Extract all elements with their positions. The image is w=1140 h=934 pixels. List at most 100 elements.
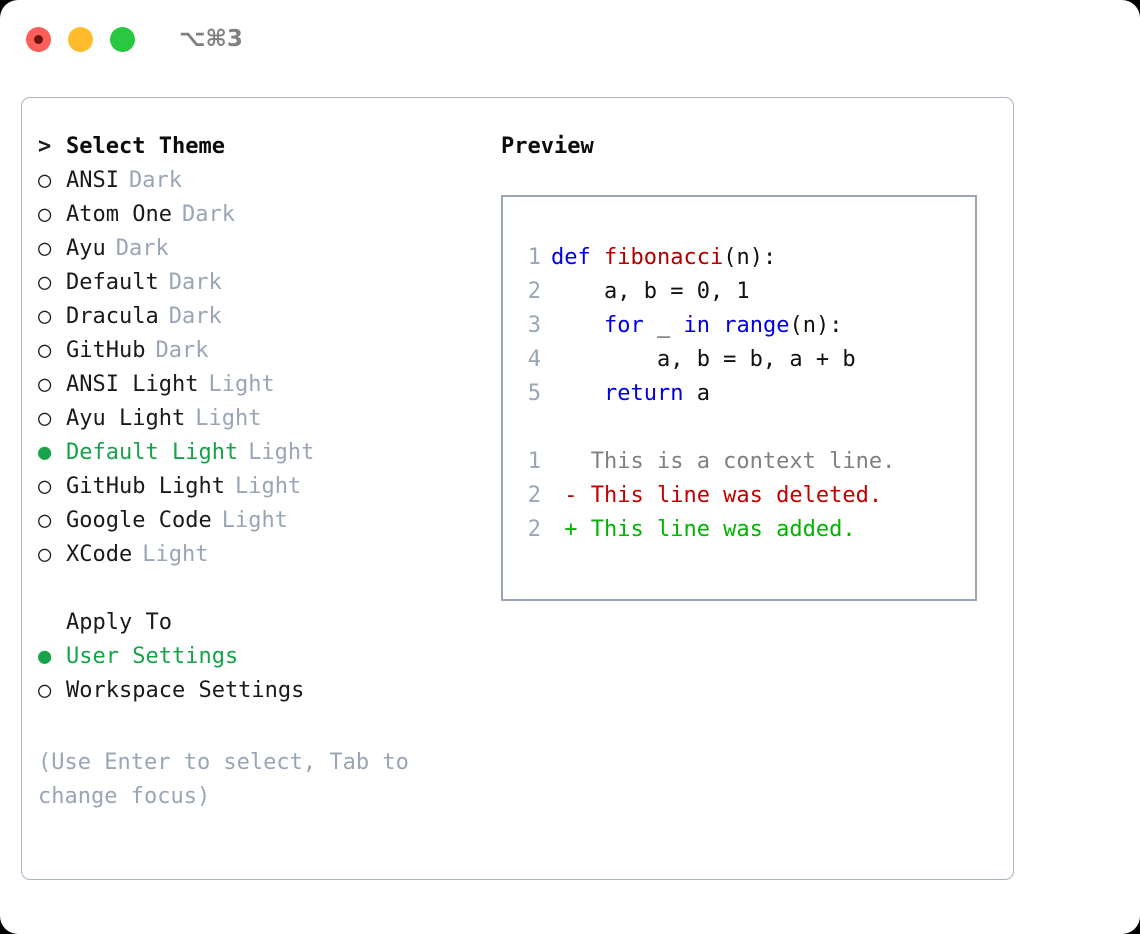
close-icon <box>34 34 43 44</box>
code-token: in <box>683 313 710 338</box>
diff-line: 2 - This line was deleted. <box>515 479 975 513</box>
diff-sample: 1 This is a context line.2 - This line w… <box>515 445 975 547</box>
code-token: a <box>683 381 710 406</box>
radio-unselected-icon[interactable]: ○ <box>38 474 52 499</box>
theme-variant-tag: Light <box>221 508 288 533</box>
radio-unselected-icon[interactable]: ○ <box>38 338 52 363</box>
theme-name-label: GitHub <box>66 338 146 363</box>
line-number: 2 <box>527 279 541 304</box>
line-number: 1 <box>527 245 541 270</box>
theme-variant-tag: Dark <box>155 338 209 363</box>
theme-variant-tag: Dark <box>168 304 222 329</box>
code-token: def <box>551 245 604 270</box>
diff-line: 1 This is a context line. <box>515 445 975 479</box>
code-token: fibonacci <box>603 245 724 270</box>
apply-to-item[interactable]: ●User Settings <box>38 644 478 678</box>
code-token <box>551 313 604 338</box>
keyboard-hint-text: (Use Enter to select, Tab to change focu… <box>38 750 409 809</box>
theme-variant-tag: Dark <box>181 202 235 227</box>
code-token: (n): <box>789 313 843 338</box>
theme-variant-tag: Light <box>208 372 275 397</box>
theme-list-item[interactable]: ● Default Light Light <box>38 440 478 474</box>
code-token: - This line was deleted. <box>551 483 883 508</box>
theme-name-label: Default <box>66 270 159 295</box>
code-line: 3 for _ in range(n): <box>515 309 975 343</box>
code-line: 2 a, b = 0, 1 <box>515 275 975 309</box>
radio-selected-icon[interactable]: ● <box>38 644 52 669</box>
theme-name-label: XCode <box>66 542 133 567</box>
line-number: 2 <box>527 517 541 542</box>
radio-unselected-icon[interactable]: ○ <box>38 202 52 227</box>
radio-unselected-icon[interactable]: ○ <box>38 304 52 329</box>
apply-to-label: Workspace Settings <box>66 678 305 703</box>
theme-list-item[interactable]: ○ Google Code Light <box>38 508 478 542</box>
radio-unselected-icon[interactable]: ○ <box>38 270 52 295</box>
theme-name-label: GitHub Light <box>66 474 225 499</box>
preview-title: Preview <box>501 134 594 159</box>
line-number: 3 <box>527 313 541 338</box>
line-number: 2 <box>527 483 541 508</box>
radio-unselected-icon[interactable]: ○ <box>38 236 52 261</box>
theme-variant-tag: Light <box>248 440 315 465</box>
theme-list-item[interactable]: ○ ANSI Dark <box>38 168 478 202</box>
radio-unselected-icon[interactable]: ○ <box>38 508 52 533</box>
theme-name-label: Atom One <box>66 202 172 227</box>
radio-selected-icon[interactable]: ● <box>38 440 52 465</box>
theme-variant-tag: Dark <box>115 236 169 261</box>
code-token: This is a context line. <box>551 449 896 474</box>
select-theme-header: > Select Theme <box>38 134 478 168</box>
maximize-button[interactable] <box>110 26 135 52</box>
close-button[interactable] <box>26 26 51 52</box>
apply-to-item[interactable]: ○ Workspace Settings <box>38 678 478 712</box>
code-token: (n): <box>723 245 777 270</box>
theme-name-label: ANSI <box>66 168 119 193</box>
radio-unselected-icon[interactable]: ○ <box>38 542 52 567</box>
radio-unselected-icon[interactable]: ○ <box>38 678 52 703</box>
theme-name-label: Dracula <box>66 304 159 329</box>
line-number: 4 <box>527 347 541 372</box>
theme-list-item[interactable]: ○ Ayu Dark <box>38 236 478 270</box>
theme-list-item[interactable]: ○ GitHub Light Light <box>38 474 478 508</box>
select-theme-title: Select Theme <box>66 134 225 159</box>
code-token: return <box>603 381 684 406</box>
theme-name-label: Default Light <box>66 440 239 465</box>
minimize-button[interactable] <box>68 26 93 52</box>
theme-list-item[interactable]: ○ GitHub Dark <box>38 338 478 372</box>
apply-to-marker-spacer: ○ <box>38 610 66 635</box>
theme-name-label: Ayu <box>66 236 106 261</box>
code-diff-separator <box>515 411 975 445</box>
apply-to-list: ●User Settings○ Workspace Settings <box>38 644 478 712</box>
line-number: 5 <box>527 381 541 406</box>
prompt-caret-icon: > <box>38 134 52 159</box>
theme-variant-tag: Dark <box>168 270 222 295</box>
theme-variant-tag: Dark <box>128 168 182 193</box>
window-controls <box>26 26 135 52</box>
code-line: 5 return a <box>515 377 975 411</box>
code-token: for <box>603 313 644 338</box>
radio-unselected-icon[interactable]: ○ <box>38 406 52 431</box>
window-titlebar: ⌥⌘3 <box>0 0 1140 78</box>
theme-name-label: Google Code <box>66 508 212 533</box>
theme-list-item[interactable]: ○ Default Dark <box>38 270 478 304</box>
radio-unselected-icon[interactable]: ○ <box>38 372 52 397</box>
radio-unselected-icon[interactable]: ○ <box>38 168 52 193</box>
diff-line: 2 + This line was added. <box>515 513 975 547</box>
code-token: a, b = 0, 1 <box>551 279 750 304</box>
code-token <box>710 313 723 338</box>
code-token <box>551 381 604 406</box>
keyboard-shortcut-label: ⌥⌘3 <box>179 26 243 52</box>
theme-variant-tag: Light <box>234 474 302 499</box>
theme-list-item[interactable]: ○ Dracula Dark <box>38 304 478 338</box>
code-token: + This line was added. <box>551 517 856 542</box>
theme-list-item[interactable]: ○ Atom One Dark <box>38 202 478 236</box>
code-token: range <box>723 313 790 338</box>
theme-variant-tag: Light <box>195 406 262 431</box>
